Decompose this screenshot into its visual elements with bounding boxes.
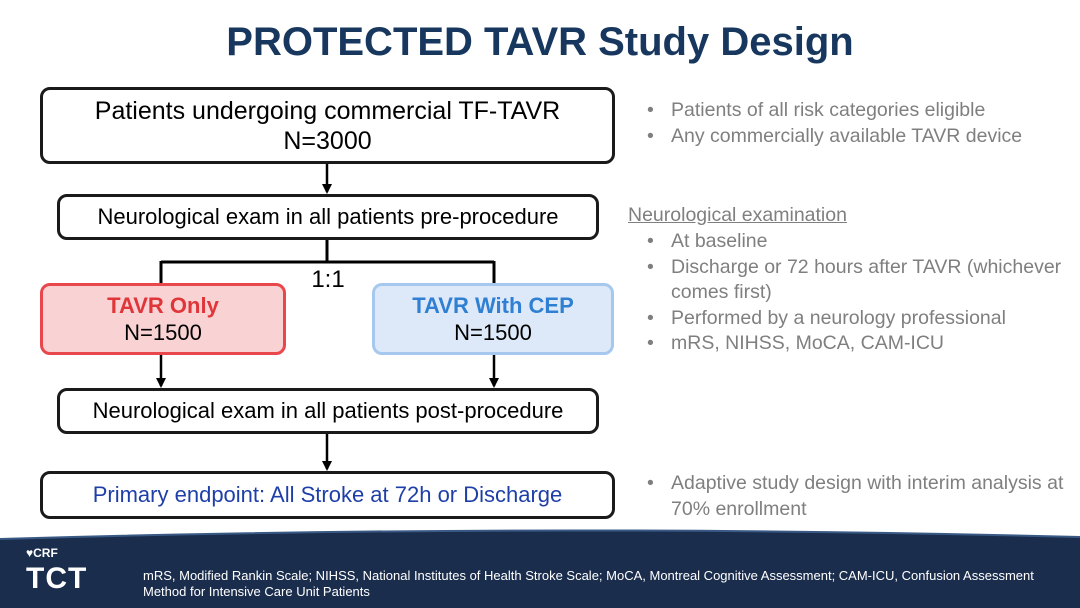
arm-tavr-cep-box: TAVR With CEP N=1500: [372, 283, 614, 355]
note-item: mRS, NIHSS, MoCA, CAM-ICU: [647, 331, 1067, 357]
enrollment-count: N=3000: [283, 126, 372, 155]
note-item: Performed by a neurology professional: [647, 306, 1067, 332]
crf-logo-text: CRF: [33, 546, 58, 560]
design-notes: Adaptive study design with interim analy…: [647, 471, 1067, 522]
arm-tavr-cep-title: TAVR With CEP: [412, 293, 574, 318]
page-title: PROTECTED TAVR Study Design: [226, 20, 854, 64]
arm-tavr-only-box: TAVR Only N=1500: [40, 283, 286, 355]
note-item: Adaptive study design with interim analy…: [647, 471, 1067, 522]
tct-logo: TCT: [26, 562, 88, 595]
crf-logo: ♥CRF: [26, 546, 58, 560]
arm-tavr-cep-count: N=1500: [454, 320, 532, 345]
note-item: Discharge or 72 hours after TAVR (whiche…: [647, 255, 1067, 306]
abbreviations-footnote: mRS, Modified Rankin Scale; NIHSS, Natio…: [143, 568, 1034, 599]
pre-procedure-exam-box: Neurological exam in all patients pre-pr…: [57, 194, 599, 240]
enrollment-box: Patients undergoing commercial TF-TAVR N…: [40, 87, 615, 164]
footer-band: [0, 529, 1080, 608]
enrollment-label: Patients undergoing commercial TF-TAVR: [94, 96, 561, 125]
primary-endpoint-box: Primary endpoint: All Stroke at 72h or D…: [40, 471, 615, 519]
randomization-ratio: 1:1: [311, 266, 345, 293]
heart-icon: ♥: [26, 546, 34, 560]
post-procedure-exam-box: Neurological exam in all patients post-p…: [57, 388, 599, 434]
note-item: Any commercially available TAVR device: [647, 124, 1067, 150]
note-item: Patients of all risk categories eligible: [647, 98, 1067, 124]
eligibility-notes: Patients of all risk categories eligible…: [647, 98, 1067, 149]
neuro-exam-heading: Neurological examination: [628, 204, 847, 226]
arm-tavr-only-title: TAVR Only: [107, 293, 219, 318]
arm-tavr-only-count: N=1500: [124, 320, 202, 345]
note-item: At baseline: [647, 229, 1067, 255]
neuro-exam-notes: At baseline Discharge or 72 hours after …: [647, 229, 1067, 357]
